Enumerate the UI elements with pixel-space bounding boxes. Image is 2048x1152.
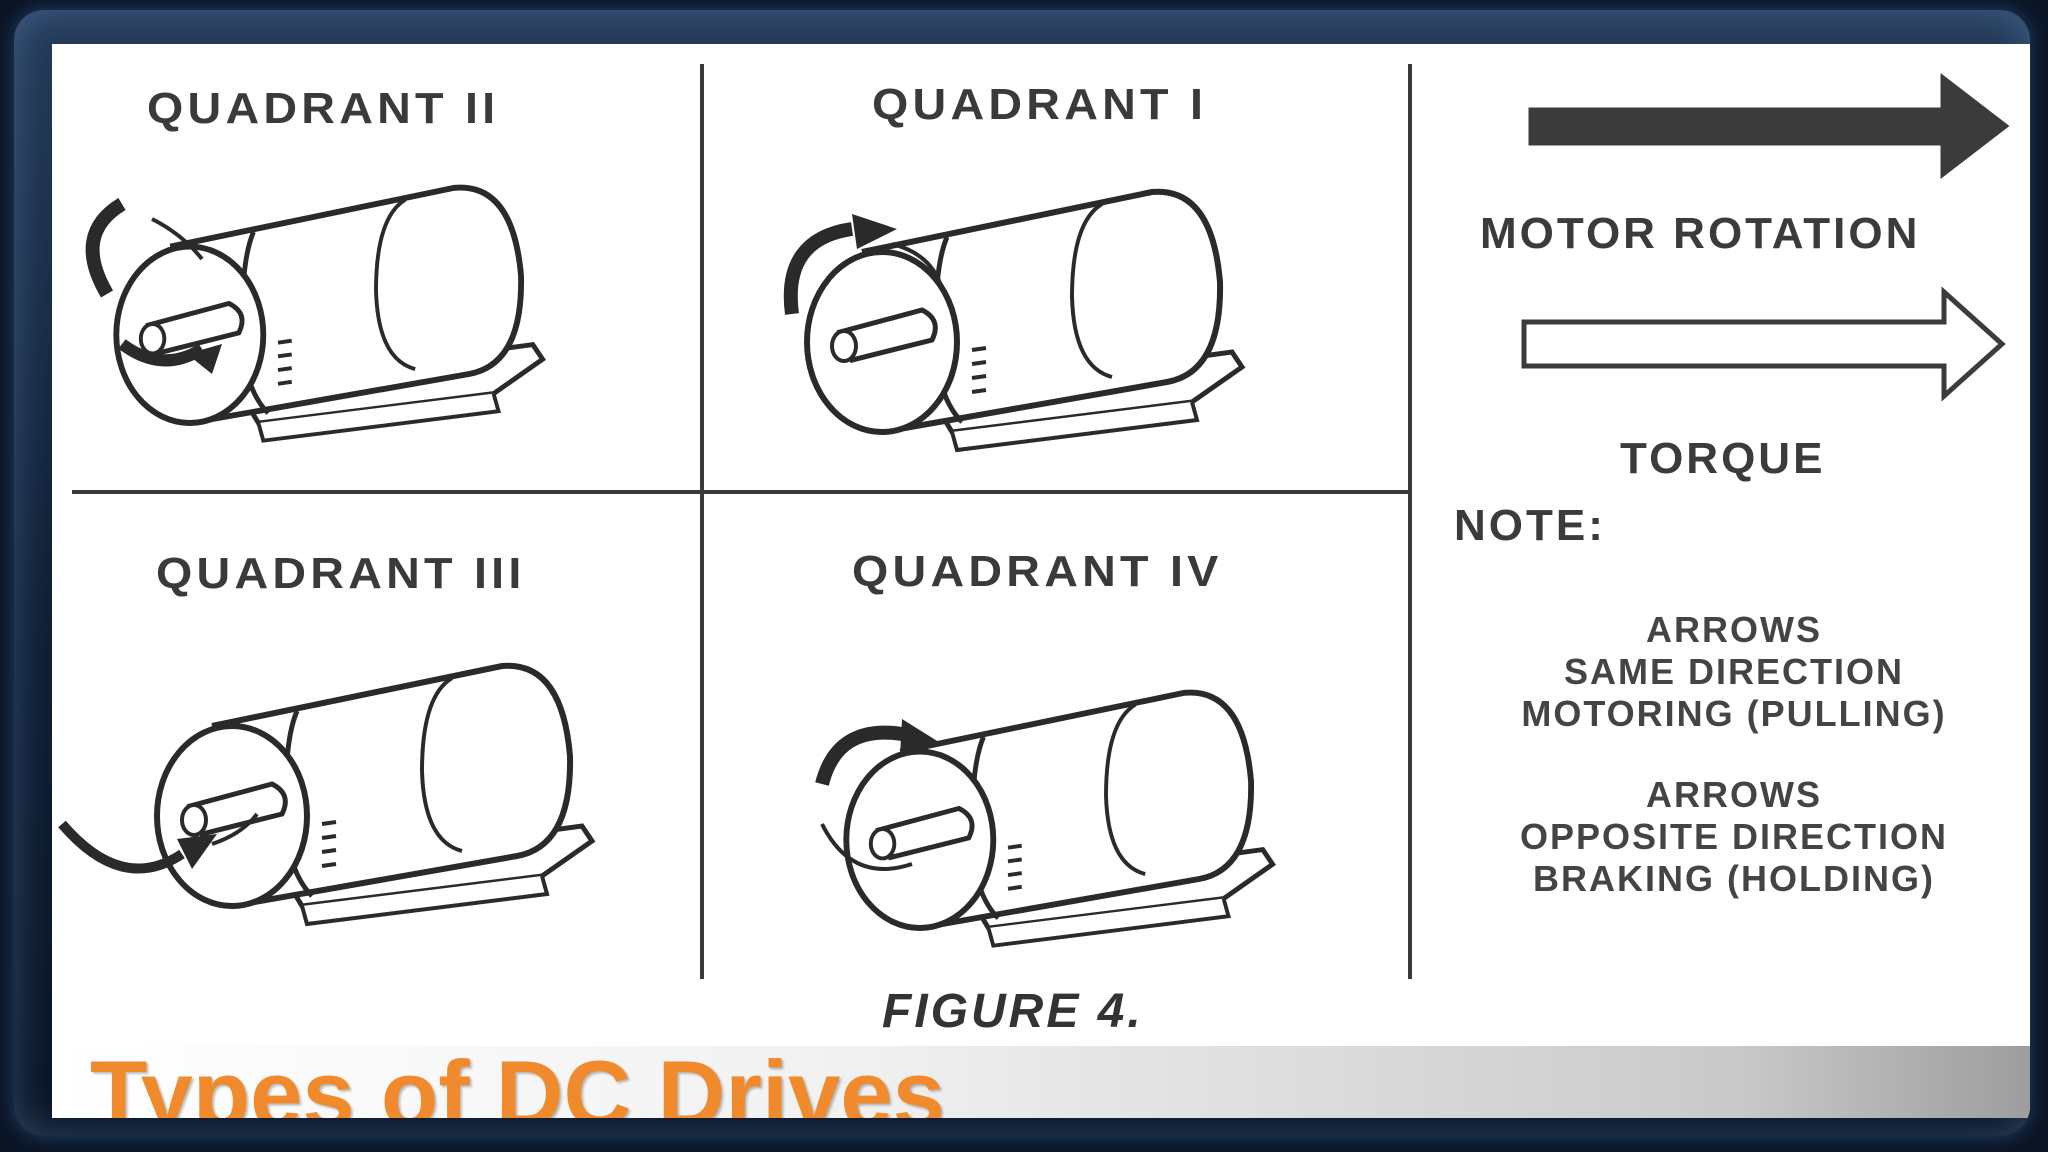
figure-caption: FIGURE 4. <box>882 985 1144 1038</box>
title-bar <box>52 1046 2030 1118</box>
motor-quadrant-1 <box>783 192 1242 450</box>
quadrant-diagram <box>58 64 2010 979</box>
quadrant-4-label: QUADRANT IV <box>852 547 1223 596</box>
torque-arrow-icon <box>1521 286 2006 402</box>
quadrant-2-label: QUADRANT II <box>147 84 500 133</box>
motor-quadrant-4 <box>815 693 1273 946</box>
slide-frame: QUADRANT II QUADRANT I QUADRANT III QUAD… <box>14 10 2030 1136</box>
quadrant-1-label: QUADRANT I <box>872 80 1208 129</box>
note-opposite-line-1: ARROWS <box>1646 774 1822 815</box>
motor-quadrant-2 <box>85 188 543 441</box>
motor-quadrant-3 <box>58 666 592 924</box>
torque-label: TORQUE <box>1620 434 1826 483</box>
note-opposite-line-2: OPPOSITE DIRECTION <box>1519 816 1949 857</box>
note-same-line-3: MOTORING (PULLING) <box>1521 693 1947 734</box>
note-same-line-1: ARROWS <box>1646 609 1822 650</box>
motor-rotation-arrow-icon <box>1528 72 2010 180</box>
note-same-line-2: SAME DIRECTION <box>1563 651 1904 692</box>
note-opposite-direction: ARROWS OPPOSITE DIRECTION BRAKING (HOLDI… <box>1454 774 2014 900</box>
slide-title: Types of DC Drives <box>90 1041 945 1119</box>
slide: QUADRANT II QUADRANT I QUADRANT III QUAD… <box>52 44 2030 1118</box>
note-same-direction: ARROWS SAME DIRECTION MOTORING (PULLING) <box>1454 609 2014 735</box>
quadrant-3-label: QUADRANT III <box>156 549 526 598</box>
note-opposite-line-3: BRAKING (HOLDING) <box>1533 858 1935 899</box>
note-heading: NOTE: <box>1454 501 1606 550</box>
motor-rotation-label: MOTOR ROTATION <box>1480 209 1921 258</box>
grid-lines <box>72 64 1412 979</box>
